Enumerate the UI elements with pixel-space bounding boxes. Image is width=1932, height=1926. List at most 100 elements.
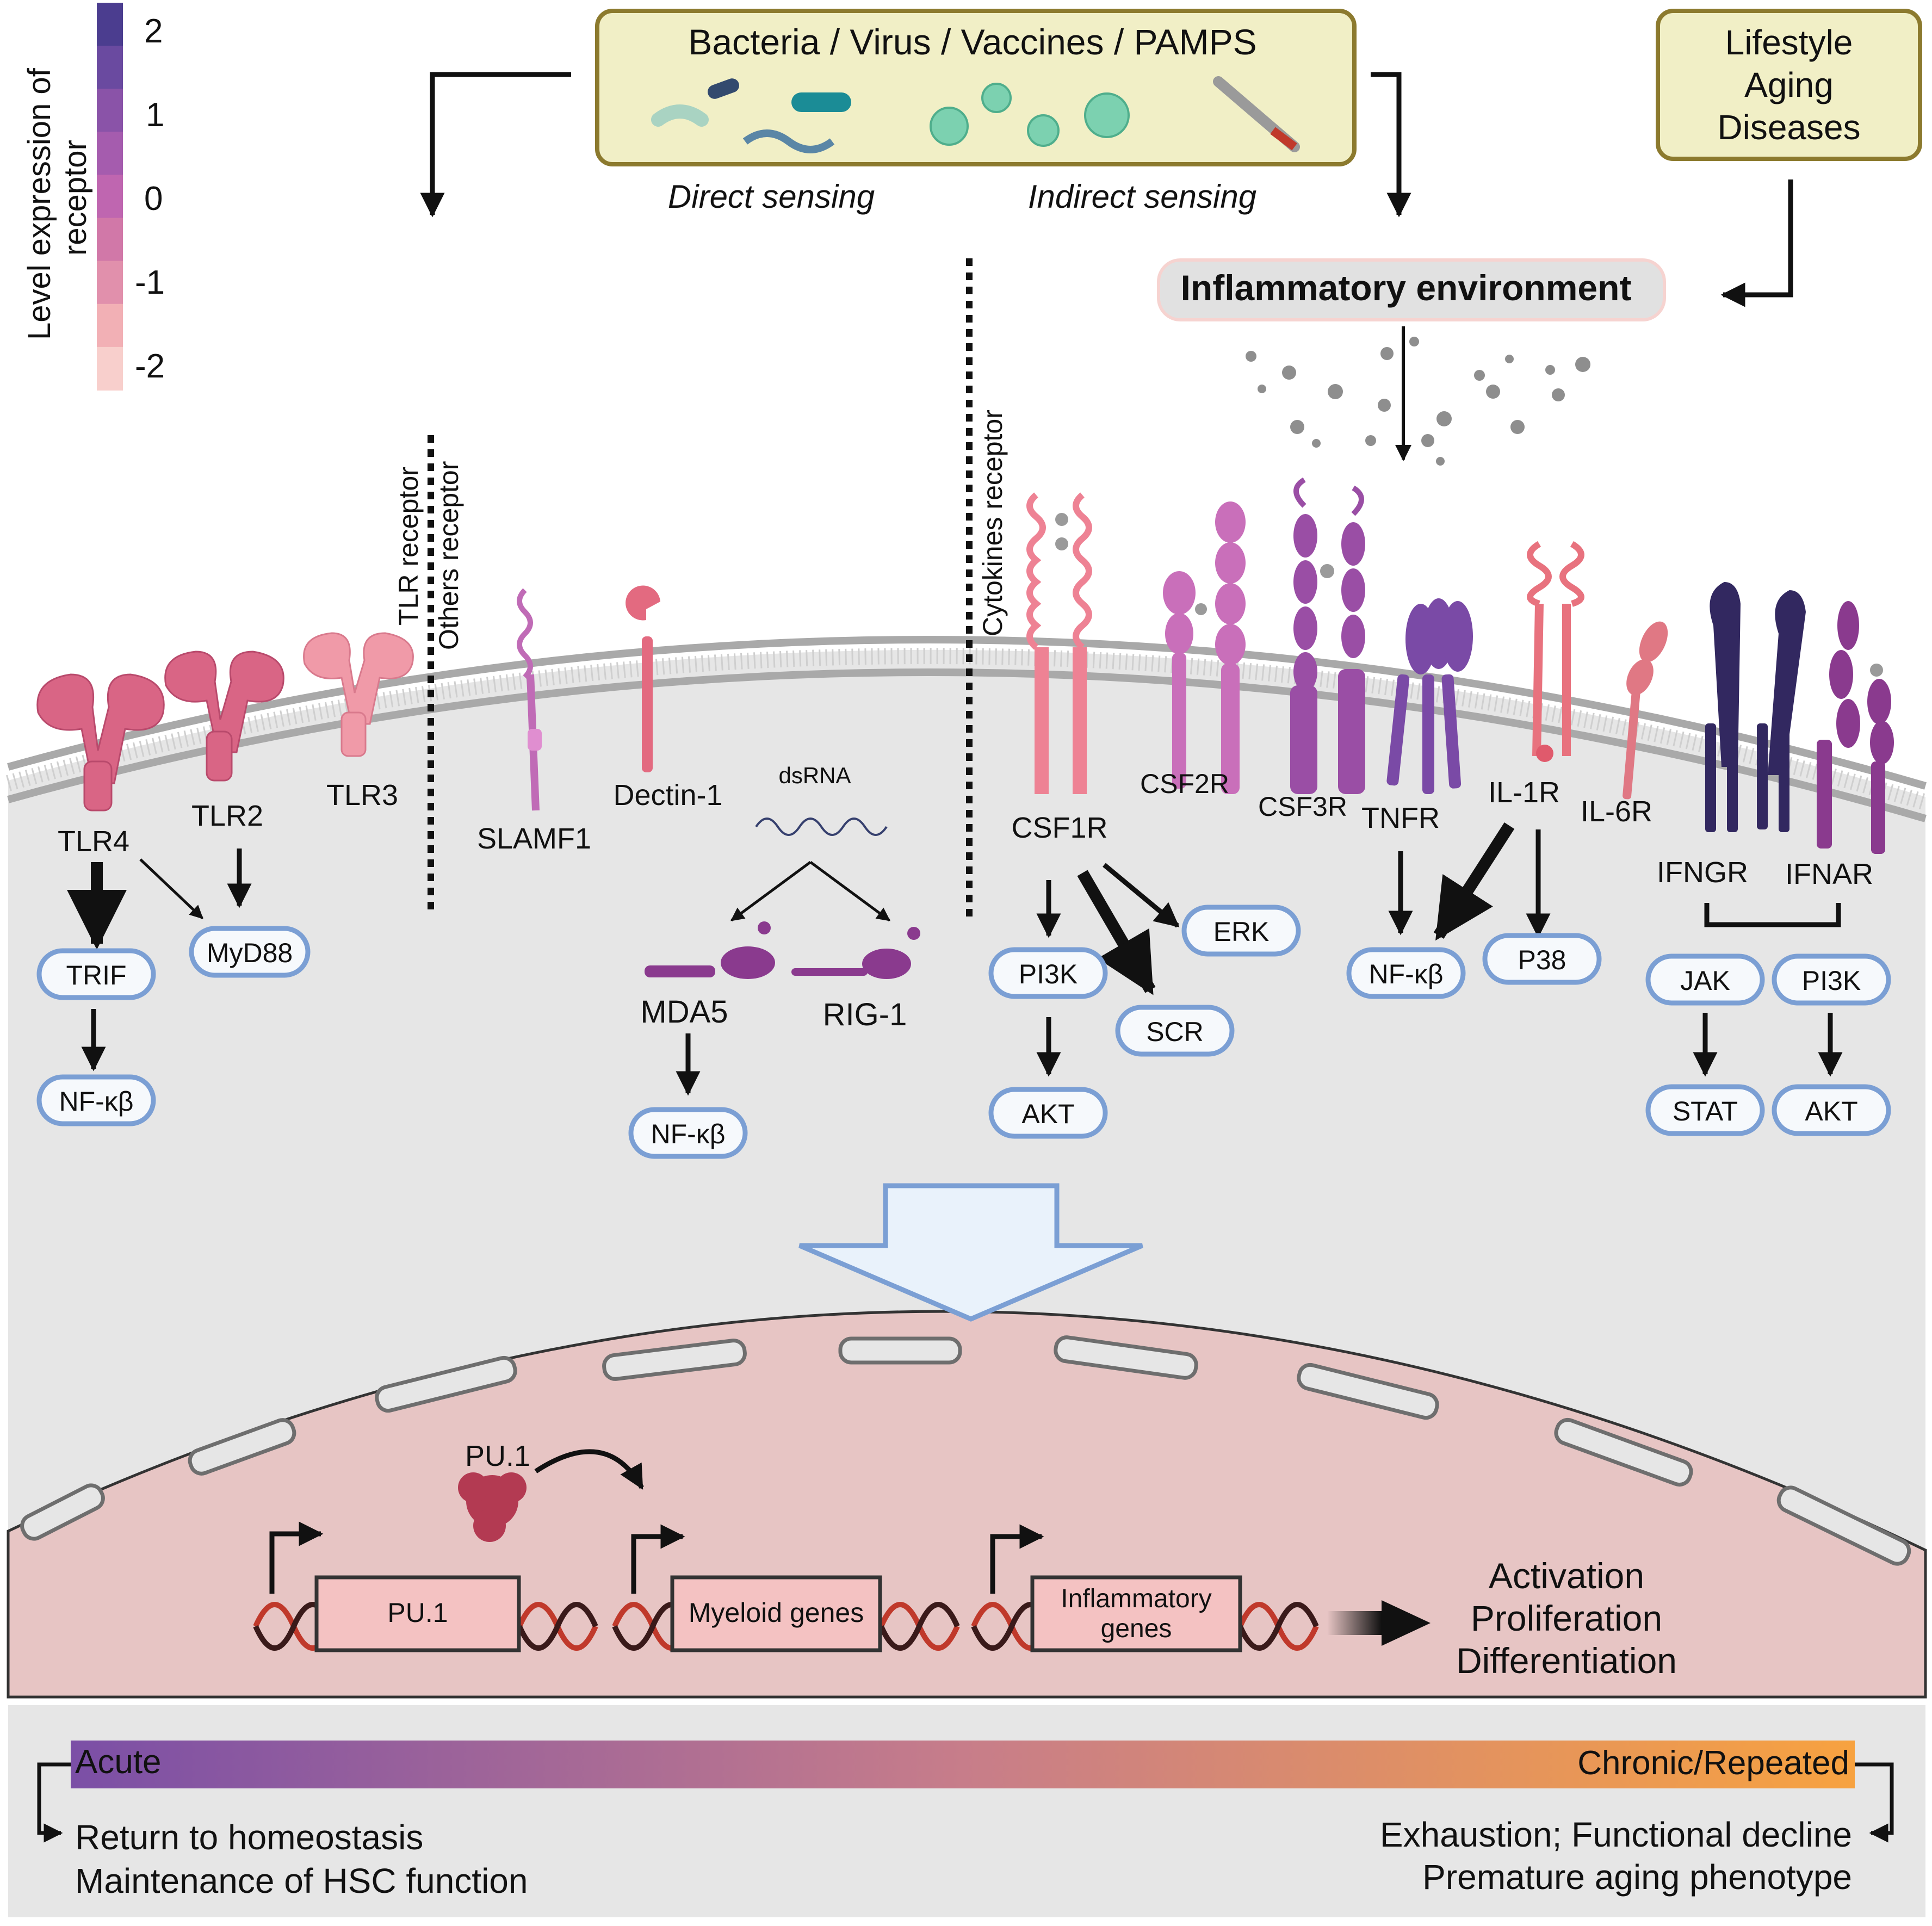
csf1r-ligand-1 [1055, 513, 1068, 526]
dsrna-to-rig1-arrow [809, 860, 891, 922]
outcome-proliferation: Proliferation [1471, 1598, 1662, 1638]
ifngr-receptor [1705, 582, 1806, 832]
gene-inflammatory-label-2: genes [1101, 1614, 1172, 1643]
pathogen-source-box [595, 9, 1357, 166]
indirect-sensing-label: Indirect sensing [1028, 178, 1256, 215]
stat-pill: STAT [1673, 1096, 1738, 1126]
akt-pill-csf1r: AKT [1021, 1099, 1074, 1129]
legend-swatch [97, 46, 123, 90]
tlr4-receptor [36, 673, 165, 812]
gene-pu1-label: PU.1 [387, 1597, 448, 1628]
timeline-left-arrow [37, 1762, 71, 1843]
legend-swatch [97, 346, 123, 391]
nfkb-pill-tlr: NF-κβ [59, 1086, 133, 1117]
inflammatory-environment-box [1157, 258, 1666, 321]
csf2r-receptor [1163, 501, 1246, 794]
pi3k-pill-ifn: PI3K [1802, 965, 1861, 996]
timeline-acute: Acute [75, 1743, 162, 1781]
tlr2-label: TLR2 [191, 800, 263, 832]
gene-inflammatory-label-1: Inflammatory [1061, 1584, 1211, 1613]
ifngr-label: IFNGR [1657, 856, 1748, 889]
csf2r-ligand [1195, 603, 1207, 615]
ifnar-receptor [1817, 601, 1894, 854]
legend-title-line1: Level expression of [22, 67, 57, 340]
myd88-pill: MyD88 [207, 938, 293, 968]
legend-swatch [97, 304, 123, 348]
outcome-arrow [1327, 1600, 1431, 1646]
ifnar-label: IFNAR [1785, 858, 1873, 890]
tnfr-label: TNFR [1361, 802, 1440, 834]
timeline-bar [71, 1741, 1855, 1788]
scr-pill: SCR [1146, 1017, 1204, 1047]
dectin1-label: Dectin-1 [613, 779, 722, 812]
legend-swatch [97, 132, 123, 176]
il6r-label: IL-6R [1581, 795, 1652, 828]
timeline-left-line2: Maintenance of HSC function [75, 1861, 528, 1900]
p38-pill: P38 [1518, 945, 1566, 975]
pathogen-icons [651, 76, 1300, 153]
signal-to-nucleus-arrow [798, 1183, 1143, 1322]
tlr3-label: TLR3 [326, 779, 398, 812]
legend-tick-2: 2 [144, 13, 163, 50]
lifestyle-line3: Diseases [1717, 108, 1860, 147]
ifn-receptors-bracket [1704, 903, 1841, 927]
csf1r-receptor [1026, 492, 1092, 794]
gene-myeloid-label: Myeloid genes [689, 1597, 864, 1628]
timeline-right-arrow [1855, 1762, 1894, 1843]
pu1-protein-label: PU.1 [465, 1440, 530, 1472]
lifestyle-box [1656, 9, 1922, 161]
erk-pill: ERK [1213, 916, 1270, 947]
mda5-protein [645, 921, 775, 979]
nfkb-pill-mda5: NF-κβ [651, 1119, 725, 1149]
timeline-chronic: Chronic/Repeated [1577, 1744, 1849, 1782]
jak-pill: JAK [1680, 965, 1730, 996]
il1r-to-nfkb-arrow [1433, 822, 1515, 941]
dsrna-label: dsRNA [778, 763, 851, 788]
expression-legend: 2 1 0 -1 -2 Level expression of receptor [22, 3, 165, 391]
akt-pill-ifn: AKT [1805, 1096, 1857, 1126]
nfkb-pill-tnfr: NF-κβ [1369, 959, 1443, 989]
csf1r-to-erk-arrow [1103, 863, 1180, 928]
signal-pills [36, 905, 1891, 1159]
mda5-label: MDA5 [640, 994, 728, 1030]
dsrna-to-mda5-arrow [730, 860, 812, 922]
il1r-receptor [1527, 541, 1584, 762]
legend-swatch [97, 3, 123, 47]
il1r-label: IL-1R [1488, 776, 1560, 809]
legend-tick-m2: -2 [135, 348, 165, 385]
outcome-activation: Activation [1489, 1556, 1644, 1596]
legend-swatches [97, 3, 123, 391]
tlr2-receptor [164, 651, 284, 782]
legend-swatch [97, 218, 123, 262]
legend-swatch [97, 89, 123, 133]
lifestyle-line2: Aging [1744, 65, 1834, 104]
dna-strands [253, 1602, 1319, 1651]
trif-pill: TRIF [66, 960, 126, 990]
nuclear-envelope [20, 1335, 1911, 1566]
ifnar-ligand [1870, 664, 1883, 677]
gene-boxes [314, 1575, 1242, 1652]
csf3r-ligand [1320, 564, 1334, 578]
legend-tick-0: 0 [144, 180, 163, 218]
inflammatory-environment-label: Inflammatory environment [1181, 268, 1632, 308]
outcome-differentiation: Differentiation [1456, 1640, 1677, 1681]
il6r-receptor [1623, 621, 1668, 800]
timeline-right-line2: Premature aging phenotype [1422, 1857, 1852, 1897]
dsrna-strand [755, 818, 888, 836]
pu1-binding-arrow [534, 1449, 644, 1490]
pathogen-source-title: Bacteria / Virus / Vaccines / PAMPS [688, 22, 1256, 62]
timeline-left-line1: Return to homeostasis [75, 1818, 423, 1857]
slamf1-receptor [517, 588, 542, 811]
timeline-right-line1: Exhaustion; Functional decline [1380, 1815, 1852, 1854]
tlr-receptor-label: TLR receptor [393, 467, 424, 626]
pi3k-pill-csf1r: PI3K [1019, 959, 1078, 989]
csf1r-ligand-2 [1055, 537, 1068, 550]
direct-sensing-arrow [420, 72, 571, 218]
lifestyle-arrow [1720, 179, 1793, 307]
csf3r-receptor [1290, 477, 1365, 794]
tlr4-to-myd88-arrow [139, 858, 203, 919]
indirect-sensing-arrow [1371, 72, 1411, 218]
rig1-protein [791, 927, 920, 979]
